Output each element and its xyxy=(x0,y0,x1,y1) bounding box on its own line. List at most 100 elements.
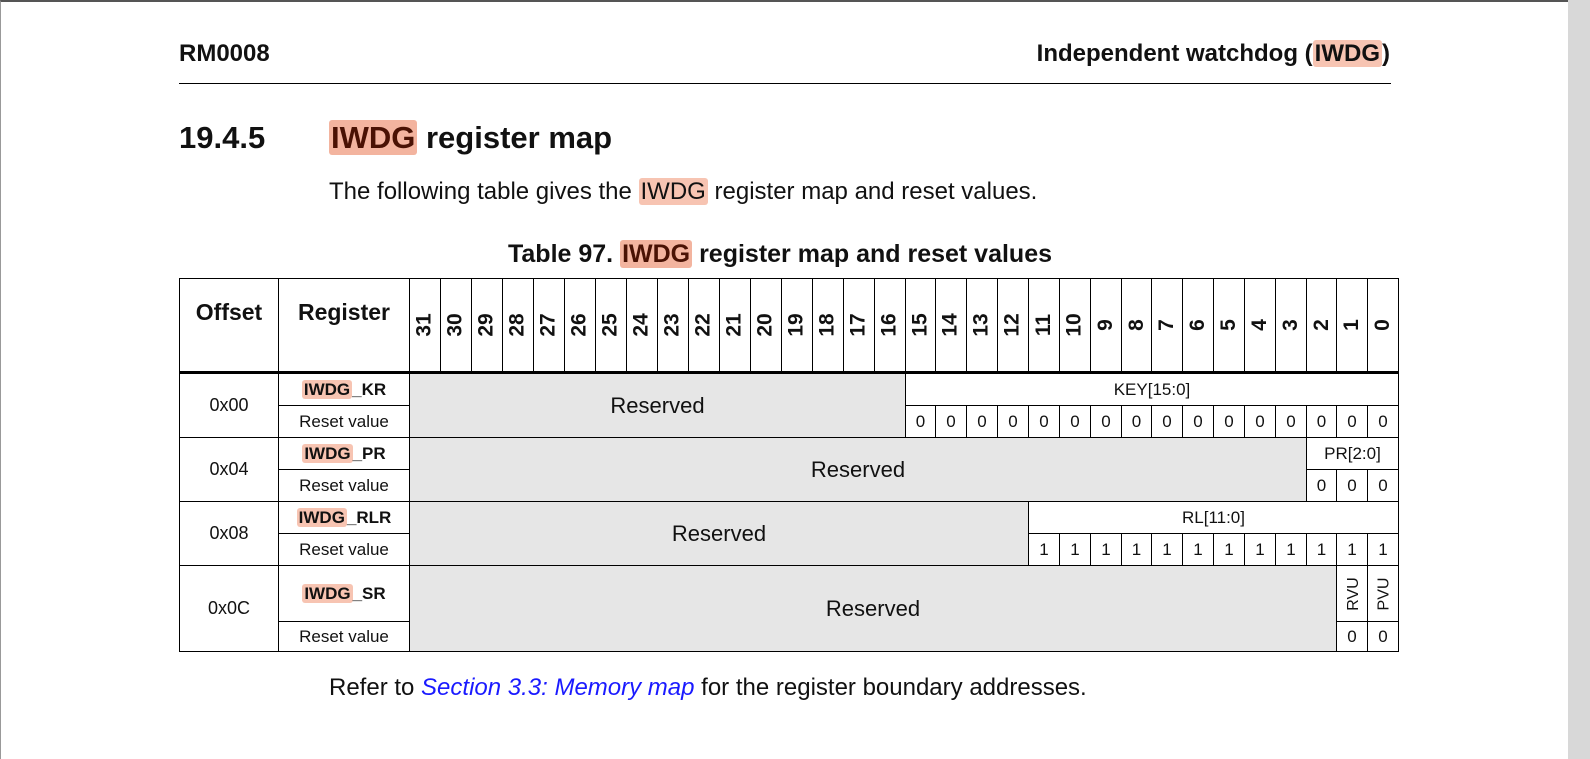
bit-field: RL[11:0] xyxy=(1028,501,1399,534)
bit-field: PR[2:0] xyxy=(1306,437,1399,470)
reset-bit: 1 xyxy=(1244,533,1276,566)
register-offset: 0x04 xyxy=(179,437,279,502)
register-name-highlight: IWDG xyxy=(302,583,353,603)
bit-field: RVU xyxy=(1336,565,1368,622)
reset-bit: 1 xyxy=(1182,533,1214,566)
reset-bit: 1 xyxy=(1213,533,1245,566)
reset-bit: 1 xyxy=(1090,533,1122,566)
bit-label: 21 xyxy=(722,313,746,337)
bit-label: 16 xyxy=(877,313,901,337)
bit-header: 12 xyxy=(997,278,1029,374)
section-number: 19.4.5 xyxy=(179,120,266,155)
bit-field-label: RVU xyxy=(1344,576,1362,611)
bit-header: 2 xyxy=(1306,278,1337,374)
bit-label: 29 xyxy=(474,313,498,337)
register-row: 0x08 IWDG_RLR Reserved RL[11:0] xyxy=(179,501,1399,566)
memory-map-link[interactable]: Section 3.3: Memory map xyxy=(421,674,695,701)
bit-label: 11 xyxy=(1031,313,1055,337)
bit-label: 2 xyxy=(1309,319,1333,331)
bit-label: 5 xyxy=(1217,319,1240,331)
reset-bit: 1 xyxy=(1028,533,1060,566)
reserved-bits: Reserved xyxy=(409,372,906,438)
caption-highlight: IWDG xyxy=(620,240,693,268)
reset-bit: 0 xyxy=(935,405,967,438)
bit-label: 12 xyxy=(1000,313,1024,337)
bit-label: 1 xyxy=(1340,319,1363,331)
reset-bit: 0 xyxy=(1306,469,1337,502)
bit-header: 28 xyxy=(502,278,534,374)
register-row: 0x0C IWDG_SR Reserved RVU PVU xyxy=(179,565,1399,652)
offset-column-header: Offset xyxy=(179,278,279,374)
intro-paragraph: The following table gives the IWDG regis… xyxy=(329,178,1037,206)
bit-header: 9 xyxy=(1090,278,1122,374)
reset-bit: 0 xyxy=(1367,405,1399,438)
reset-bit: 0 xyxy=(1090,405,1122,438)
bit-header: 5 xyxy=(1213,278,1245,374)
bit-label: 17 xyxy=(846,313,870,337)
bit-header: 29 xyxy=(471,278,503,374)
intro-suffix: register map and reset values. xyxy=(707,178,1038,205)
reset-bit: 0 xyxy=(905,405,936,438)
bit-field: KEY[15:0] xyxy=(905,372,1399,406)
register-name: IWDG_PR xyxy=(278,437,410,470)
reset-bit: 1 xyxy=(1367,533,1399,566)
bit-header: 3 xyxy=(1275,278,1307,374)
closing-suffix: for the register boundary addresses. xyxy=(694,674,1087,701)
bit-label: 18 xyxy=(815,313,839,337)
reset-bit: 0 xyxy=(1336,469,1368,502)
bit-label: 14 xyxy=(938,313,962,337)
chapter-title-prefix: Independent watchdog ( xyxy=(1036,40,1313,67)
bit-header: 20 xyxy=(750,278,782,374)
register-name-highlight: IWDG xyxy=(301,379,353,399)
bit-label: 27 xyxy=(536,313,560,337)
reset-bit: 1 xyxy=(1306,533,1337,566)
register-name-suffix: _SR xyxy=(352,583,386,603)
bit-header: 0 xyxy=(1367,278,1399,374)
reset-bit: 0 xyxy=(1275,405,1307,438)
register-name-suffix: _KR xyxy=(352,379,387,399)
reset-bit: 1 xyxy=(1121,533,1152,566)
register-row: 0x00 IWDG_KR Reserved KEY[15:0] xyxy=(179,372,1399,438)
reset-bit: 0 xyxy=(1367,469,1399,502)
bit-label: 30 xyxy=(443,313,467,337)
register-offset: 0x00 xyxy=(179,372,279,438)
bit-header: 6 xyxy=(1182,278,1214,374)
bit-label: 7 xyxy=(1155,319,1178,331)
bit-header: 23 xyxy=(657,278,689,374)
intro-prefix: The following table gives the xyxy=(329,178,639,205)
bit-header: 1 xyxy=(1336,278,1368,374)
bit-field: PVU xyxy=(1367,565,1399,622)
register-name: IWDG_KR xyxy=(278,372,410,406)
bit-label: 8 xyxy=(1124,319,1148,331)
reset-bit: 0 xyxy=(1121,405,1152,438)
bit-label: 15 xyxy=(908,313,932,337)
reset-bit: 0 xyxy=(1213,405,1245,438)
register-offset: 0x0C xyxy=(179,565,279,652)
chapter-title: Independent watchdog (IWDG) xyxy=(1037,40,1390,68)
reset-bit: 0 xyxy=(1059,405,1091,438)
bit-header: 25 xyxy=(595,278,627,374)
reset-bit: 1 xyxy=(1151,533,1183,566)
caption-prefix: Table 97. xyxy=(507,240,621,268)
section-title-rest: register map xyxy=(417,120,613,155)
bit-header: 26 xyxy=(564,278,596,374)
reset-row: Reset value 0 0 0 0 0 0 0 0 0 0 0 0 0 0 … xyxy=(180,405,1399,438)
reset-value-label: Reset value xyxy=(278,621,410,652)
bit-label: 22 xyxy=(691,313,715,337)
reset-bit: 0 xyxy=(1306,405,1337,438)
bit-field-label: PVU xyxy=(1375,577,1393,610)
bit-header: 16 xyxy=(874,278,906,374)
bit-header: 31 xyxy=(409,278,441,374)
reset-bit: 0 xyxy=(1028,405,1060,438)
bit-header: 19 xyxy=(781,278,813,374)
reset-bit: 1 xyxy=(1275,533,1307,566)
doc-reference: RM0008 xyxy=(179,40,270,67)
register-map-table: Offset Register 31 30 29 28 27 26 25 24 … xyxy=(179,278,1399,652)
bit-label: 0 xyxy=(1371,319,1394,331)
reset-bit: 0 xyxy=(1336,621,1368,652)
table-caption: Table 97. IWDG register map and reset va… xyxy=(179,240,1381,269)
reset-row: Reset value 1 1 1 1 1 1 1 1 1 1 1 1 xyxy=(180,533,1399,566)
caption-suffix: register map and reset values xyxy=(692,240,1053,268)
